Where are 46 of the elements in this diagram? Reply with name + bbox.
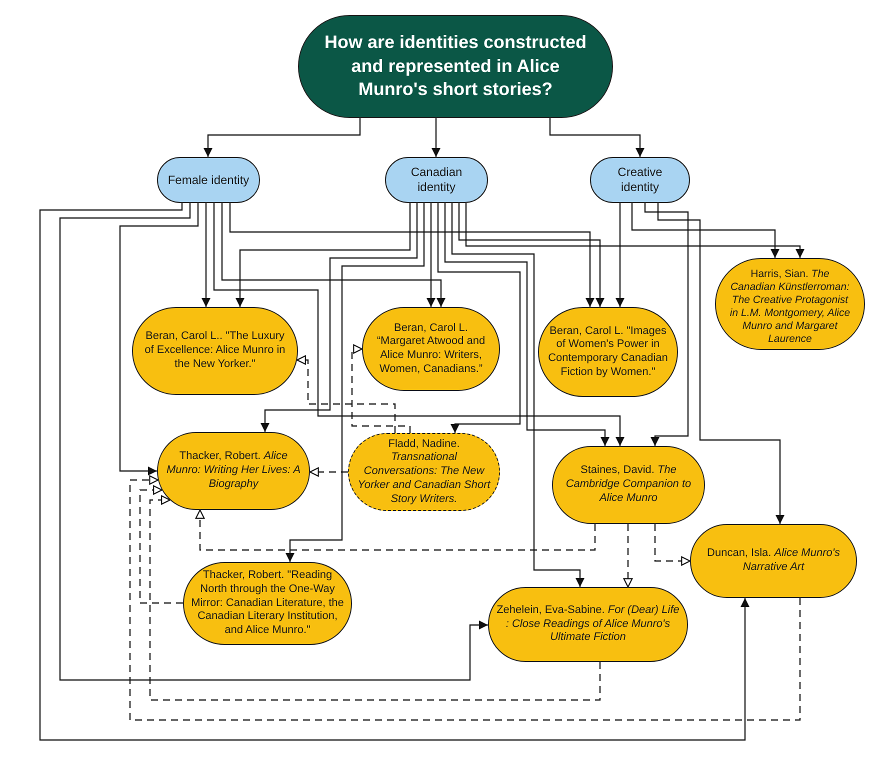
dashed-arrow bbox=[149, 495, 601, 701]
reference-box: Beran, Carol L.. "The Luxury of Excellence: Alice Munro in the New Yorker." bbox=[132, 307, 298, 395]
reference-box: Staines, David. The Cambridge Companion to Alice Munro bbox=[552, 446, 705, 524]
arrow bbox=[59, 203, 488, 681]
question-box: How are identities constructed and represented in Alice Munro's short stories? bbox=[298, 15, 613, 118]
arrow bbox=[451, 203, 584, 587]
arrow bbox=[202, 203, 210, 307]
arrow bbox=[119, 203, 199, 476]
dashed-arrow bbox=[654, 524, 691, 566]
dashed-arrow bbox=[351, 344, 411, 433]
arrow bbox=[426, 203, 436, 307]
dashed-arrow bbox=[623, 524, 633, 588]
reference-box: Thacker, Robert. Alice Munro: Writing Her Lives: A Biography bbox=[157, 432, 310, 510]
theme-box: Creative identity bbox=[590, 157, 690, 203]
reference-box: Thacker, Robert. "Reading North through the One-Way Mirror: Canadian Literature, the Canadian Literary Institution, and Alice Munro." bbox=[183, 562, 352, 645]
arrow bbox=[39, 202, 750, 741]
arrow bbox=[437, 203, 521, 433]
arrow bbox=[465, 202, 804, 258]
theme-box: Canadian identity bbox=[385, 157, 488, 203]
dashed-arrow bbox=[309, 467, 348, 477]
arrow bbox=[657, 203, 784, 524]
arrow bbox=[286, 203, 425, 562]
reference-box: Zehelein, Eva-Sabine. For (Dear) Life : Close Readings of Alice Munro's Ultimate Fiction bbox=[488, 587, 688, 662]
arrow bbox=[229, 203, 594, 307]
dashed-arrow bbox=[139, 485, 183, 604]
dashed-arrow bbox=[195, 509, 596, 551]
arrow bbox=[616, 203, 624, 307]
arrow bbox=[631, 203, 780, 258]
arrow bbox=[213, 203, 624, 446]
reference-box: Beran, Carol L. "Images of Women's Power in Contemporary Canadian Fiction by Women." bbox=[538, 307, 678, 397]
arrow bbox=[221, 203, 446, 307]
dashed-arrow bbox=[129, 475, 801, 721]
arrow bbox=[432, 118, 440, 157]
reference-box: Beran, Carol L. “Margaret Atwood and Alice Munro: Writers, Women, Canadians.” bbox=[362, 307, 500, 391]
arrow bbox=[260, 203, 418, 432]
arrow bbox=[204, 118, 361, 157]
dashed-arrow bbox=[296, 355, 396, 433]
reference-box: Fladd, Nadine. Transnational Conversations: The New Yorker and Canadian Short Story Writers. bbox=[348, 433, 500, 511]
arrow bbox=[444, 203, 610, 446]
reference-box: Duncan, Isla. Alice Munro's Narrative Art bbox=[690, 524, 857, 598]
arrow bbox=[549, 118, 644, 157]
theme-box: Female identity bbox=[157, 157, 260, 203]
arrow bbox=[236, 203, 411, 307]
arrow bbox=[458, 203, 604, 307]
reference-box: Harris, Sian. The Canadian Künstlerroman: The Creative Protagonist in L.M. Montgomery, Alice Munro and Margaret Laurence bbox=[715, 258, 865, 350]
arrow bbox=[644, 203, 689, 446]
